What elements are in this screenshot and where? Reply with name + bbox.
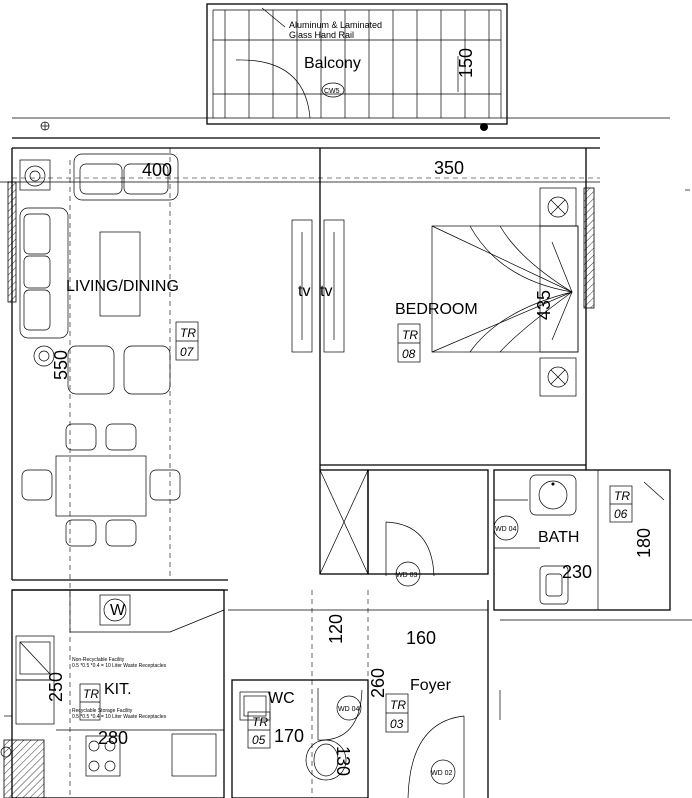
bedroom-label: BEDROOM xyxy=(395,301,478,318)
svg-text:05: 05 xyxy=(252,733,266,747)
kitchen-room: W Non-Recyclable Facility 0.5 *0.5 *0.4 … xyxy=(0,589,225,798)
svg-text:WD 03: WD 03 xyxy=(396,572,418,579)
tag-tr06: TR 06 xyxy=(609,485,633,523)
kitchen-note-recycle-1: Recyclable Storage Facility xyxy=(72,708,133,714)
svg-text:03: 03 xyxy=(390,717,404,731)
svg-text:08: 08 xyxy=(402,347,416,361)
foyer-label: Foyer xyxy=(410,677,452,694)
tv-partition: tv tv xyxy=(291,219,345,353)
svg-text:TR: TR xyxy=(614,489,630,503)
tag-tr03: TR 03 xyxy=(385,693,409,733)
balcony-label: Balcony xyxy=(304,55,361,72)
tag-tr-kitchen: TR xyxy=(79,683,101,721)
balcony-railing-grid xyxy=(212,9,502,118)
bedroom-dim-bed: 435 xyxy=(534,290,554,320)
bath-dim-b: 180 xyxy=(634,528,654,558)
balcony-note-line1: Aluminum & Laminated xyxy=(289,20,382,30)
balcony-dim: 150 xyxy=(456,48,476,78)
door-wd04-wc: WD 04 xyxy=(338,706,360,713)
door-wd02: WD 02 xyxy=(407,715,465,798)
kitchen-note-recycle-2: 0.5 *0.5 *0.4 = 10 Liter Waste Receptacl… xyxy=(72,714,167,720)
tv-label-right: tv xyxy=(320,283,332,300)
svg-text:TR: TR xyxy=(83,687,99,701)
foyer-room: 120 160 Foyer TR 03 WD 02 xyxy=(228,590,692,798)
kitchen-dim-b: 280 xyxy=(98,728,128,748)
tv-label-left: tv xyxy=(298,283,310,300)
door-wd04-bath: WD 04 xyxy=(495,526,517,533)
svg-text:TR: TR xyxy=(252,715,268,729)
living-dim-side: 550 xyxy=(51,350,71,380)
svg-text:07: 07 xyxy=(180,345,195,359)
sofa-top xyxy=(73,153,179,201)
balcony-area: Aluminum & Laminated Glass Hand Rail Bal… xyxy=(206,3,508,125)
living-label: LIVING/DINING xyxy=(66,278,179,295)
balcony-note-line2: Glass Hand Rail xyxy=(289,30,354,40)
bed xyxy=(431,225,579,353)
living-dining-room: 400 LIVING/DINING 550 TR 07 xyxy=(19,148,199,798)
armchairs xyxy=(67,345,171,395)
svg-text:TR: TR xyxy=(180,326,196,340)
bath-dim-a: 230 xyxy=(562,562,592,582)
stove xyxy=(85,735,121,777)
dining-table xyxy=(21,423,181,547)
closet xyxy=(319,469,489,575)
wc-dim-a: 170 xyxy=(274,726,304,746)
kitchen-note-nonrecycle-1: Non-Recyclable Facility xyxy=(72,657,125,663)
exterior-walls xyxy=(0,117,690,798)
wc-label: WC xyxy=(268,690,295,707)
bedroom-room: 350 435 BEDROOM TR 08 xyxy=(319,148,586,470)
living-dim-sofa: 400 xyxy=(142,160,172,180)
bath-label: BATH xyxy=(538,529,579,546)
svg-text:TR: TR xyxy=(390,698,406,712)
svg-text:06: 06 xyxy=(614,507,628,521)
wc-dim-c: 260 xyxy=(368,668,388,698)
foyer-dim-b: 120 xyxy=(326,614,346,644)
svg-text:TR: TR xyxy=(402,328,418,342)
kitchen-label: KIT. xyxy=(104,681,132,698)
washer-symbol: W xyxy=(110,602,126,619)
bedroom-dim-width: 350 xyxy=(434,158,464,178)
kitchen-note-nonrecycle-2: 0.5 *0.5 *0.4 = 10 Liter Waste Receptacl… xyxy=(72,663,167,669)
tag-tr07: TR 07 xyxy=(175,321,199,361)
foyer-dim-a: 160 xyxy=(406,628,436,648)
tag-tr05: TR 05 xyxy=(247,711,271,749)
svg-text:WD 02: WD 02 xyxy=(431,770,453,777)
wc-dim-b: 130 xyxy=(333,746,353,776)
coffee-table xyxy=(99,231,141,317)
balcony-door-swing xyxy=(235,59,311,119)
tag-tr08: TR 08 xyxy=(397,323,421,363)
wc-room: WC TR 05 170 WD 04 130 260 xyxy=(231,668,388,798)
sofa-left xyxy=(19,207,69,339)
bath-room: WD 04 BATH TR 06 180 230 xyxy=(493,469,671,611)
fridge xyxy=(171,733,217,777)
nightstands xyxy=(539,187,577,397)
kitchen-dim-a: 250 xyxy=(46,672,66,702)
door-wd03: WD 03 xyxy=(385,521,435,587)
balcony-window-tag: CW5 xyxy=(324,88,340,95)
